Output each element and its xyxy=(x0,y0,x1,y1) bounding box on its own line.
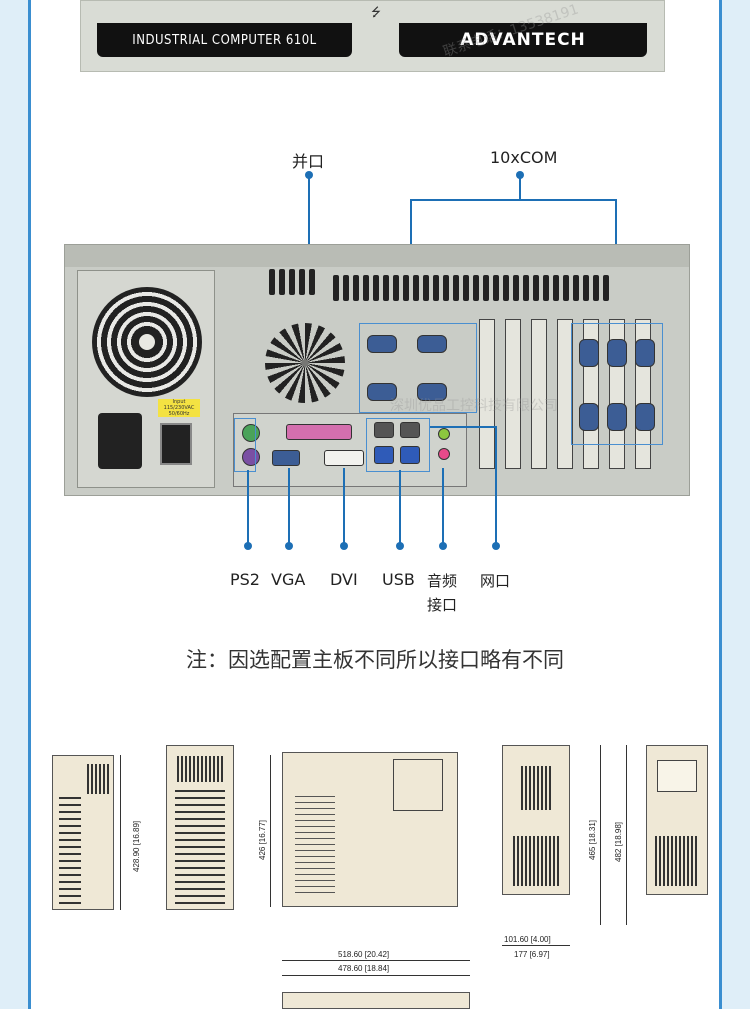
vent-slots-1 xyxy=(269,269,315,295)
dim-height-1: 428.90 [16.89] xyxy=(132,820,141,872)
com-port xyxy=(607,403,627,431)
ps2-leader-line xyxy=(247,470,249,544)
usb-lan-highlight xyxy=(366,418,430,472)
usb-port xyxy=(374,446,394,464)
com-port xyxy=(635,403,655,431)
com-leader-line xyxy=(519,175,521,200)
vent-slots-3 xyxy=(473,275,609,301)
com-leader-bar xyxy=(410,199,616,201)
label-audio-line1: 音频 xyxy=(427,572,458,590)
dvi-leader-dot xyxy=(340,542,348,550)
vga-leader-dot xyxy=(285,542,293,550)
power-switch[interactable] xyxy=(160,423,192,465)
rear-fan-icon xyxy=(265,323,345,403)
dim-line-7 xyxy=(282,975,470,976)
audio-line-out-port xyxy=(438,428,450,440)
com-port xyxy=(367,335,397,353)
config-note: 注：因选配置主板不同所以接口略有不同 xyxy=(186,648,564,672)
dim-line-1 xyxy=(120,755,121,910)
label-usb: USB xyxy=(382,570,415,589)
audio-leader-dot xyxy=(439,542,447,550)
com-port xyxy=(417,335,447,353)
brand-badge: ADVANTECH xyxy=(399,23,647,57)
dim-width-2: 177 [6.97] xyxy=(514,950,550,959)
ps2-leader-dot xyxy=(244,542,252,550)
com-port xyxy=(367,383,397,401)
lan-leader-bar xyxy=(430,426,496,428)
com-port xyxy=(607,339,627,367)
vent-slots-2 xyxy=(333,275,469,301)
drawing-front-view xyxy=(52,755,114,910)
motherboard-io-shield xyxy=(233,413,467,487)
label-vga: VGA xyxy=(271,570,306,589)
usb-leader-dot xyxy=(396,542,404,550)
drawing-rear-view xyxy=(646,745,708,895)
dim-depth-1: 518.60 [20.42] xyxy=(338,950,390,959)
dim-line-6 xyxy=(282,960,470,961)
dim-line-4 xyxy=(626,745,627,925)
drawing-bottom-view xyxy=(282,992,470,1009)
label-parallel: 并口 xyxy=(292,152,325,171)
chassis-front-image: INDUSTRIAL COMPUTER 610L ⭍ ADVANTECH xyxy=(80,0,665,72)
label-com: 10xCOM xyxy=(490,148,558,167)
com-port xyxy=(579,403,599,431)
usb-symbol-icon: ⭍ xyxy=(371,5,381,19)
dim-depth-2: 478.60 [18.84] xyxy=(338,964,390,973)
model-badge: INDUSTRIAL COMPUTER 610L xyxy=(97,23,352,57)
com-port xyxy=(417,383,447,401)
expansion-slot xyxy=(557,319,573,469)
usb-leader-line xyxy=(399,470,401,544)
dim-line-5 xyxy=(502,945,570,946)
psu-warning-label: Input 115/230VAC 50/60Hz xyxy=(158,399,200,417)
dim-line-3 xyxy=(600,745,601,925)
label-dvi: DVI xyxy=(330,570,358,589)
watermark-company: 深圳优品工控科技有限公司 xyxy=(390,398,558,414)
label-ps2: PS2 xyxy=(230,570,260,589)
label-audio-line2: 接口 xyxy=(427,596,458,614)
power-socket-icon xyxy=(98,413,142,469)
power-supply: Input 115/230VAC 50/60Hz xyxy=(77,270,215,488)
dim-height-4: 482 [18.98] xyxy=(614,821,623,862)
drawing-side-view xyxy=(282,752,458,907)
expansion-slot xyxy=(505,319,521,469)
dvi-leader-line xyxy=(343,468,345,544)
dim-width-1: 101.60 [4.00] xyxy=(504,935,551,944)
com-group-right xyxy=(571,323,663,445)
drawing-front-view-2 xyxy=(166,745,234,910)
com-port xyxy=(635,339,655,367)
com-group-left xyxy=(359,323,477,413)
expansion-slot xyxy=(479,319,495,469)
audio-leader-line xyxy=(442,468,444,544)
psu-fan-icon xyxy=(92,287,202,397)
parallel-port xyxy=(286,424,352,440)
expansion-slot xyxy=(531,319,547,469)
lan-port xyxy=(400,422,420,438)
ps2-highlight xyxy=(234,418,256,472)
dim-height-3: 465 [18.31] xyxy=(588,819,597,860)
vga-leader-line xyxy=(288,468,290,544)
dim-line-2 xyxy=(270,755,271,907)
drawing-top-view xyxy=(502,745,570,895)
com-port xyxy=(579,339,599,367)
chassis-rear-panel: Input 115/230VAC 50/60Hz xyxy=(64,244,690,496)
label-lan: 网口 xyxy=(480,572,511,590)
panel-top-edge xyxy=(65,245,689,267)
dim-height-2: 426 [16.77] xyxy=(258,819,267,860)
lan-port xyxy=(374,422,394,438)
vga-port xyxy=(272,450,300,466)
dvi-port xyxy=(324,450,364,466)
usb-port xyxy=(400,446,420,464)
audio-mic-port xyxy=(438,448,450,460)
lan-leader-line xyxy=(495,426,497,544)
lan-leader-dot xyxy=(492,542,500,550)
